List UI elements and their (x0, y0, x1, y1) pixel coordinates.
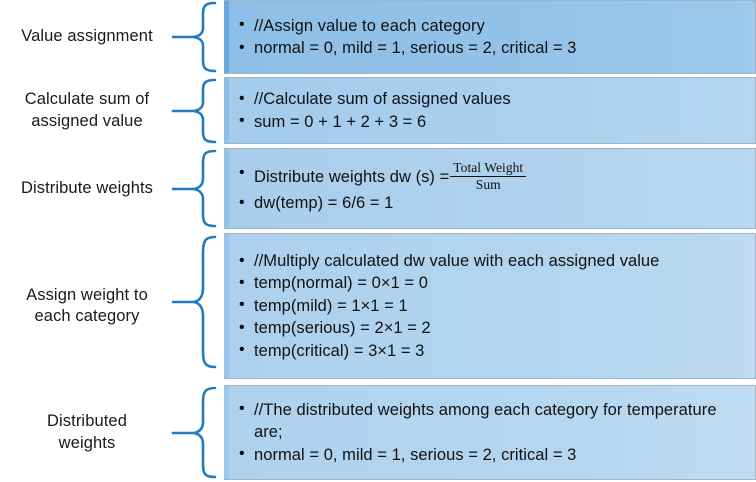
bullet-item: //Multiply calculated dw value with each… (238, 250, 747, 272)
formula-line: Distribute weights dw (s) = Total Weight… (254, 161, 747, 192)
content-box-cell-3: Distribute weights dw (s) = Total Weight… (224, 148, 756, 229)
content-box-assign-weight: //Multiply calculated dw value with each… (224, 233, 756, 379)
brace-connector-2 (171, 77, 224, 144)
label-line: Calculate sum of (24, 90, 150, 109)
diagram-row-assign-weight: Assign weight to each category //Multipl… (0, 233, 756, 379)
fraction-total-weight-over-sum: Total Weight Sum (450, 161, 527, 192)
row-label-distributed-weights: Distributed weights (0, 385, 172, 480)
diagram-row-value-assignment: Value assignment //Assign value to each … (0, 0, 756, 74)
bullet-item: dw(temp) = 6/6 = 1 (238, 192, 747, 214)
label-text: Calculate sum of assigned value (25, 89, 150, 131)
content-box-value-assignment: //Assign value to each category normal =… (224, 0, 756, 74)
brace-connector-1 (171, 0, 224, 74)
content-box-cell-4: //Multiply calculated dw value with each… (224, 233, 756, 379)
label-line: weights (58, 433, 116, 452)
fraction-denominator: Sum (475, 176, 501, 192)
bullet-item: temp(mild) = 1×1 = 1 (238, 294, 747, 317)
formula-lead: Distribute weights dw (s) = (254, 168, 450, 187)
content-box-cell-2: //Calculate sum of assigned values sum =… (224, 77, 756, 144)
label-line: each category (34, 307, 140, 325)
bullet-item: //The distributed weights among each cat… (238, 398, 747, 444)
content-box-distribute-weights: Distribute weights dw (s) = Total Weight… (224, 148, 756, 229)
label-line: Assign weight to (26, 285, 148, 304)
label-line: assigned value (31, 111, 143, 130)
diagram-row-calculate-sum: Calculate sum of assigned value //Calcul… (0, 77, 756, 144)
label-text: Value assignment (21, 27, 153, 46)
label-text: Distributed weights (47, 411, 127, 453)
diagram-row-distributed-weights: Distributed weights //The distributed we… (0, 385, 756, 480)
brace-connector-4 (171, 233, 224, 379)
label-line: Distributed (47, 412, 127, 431)
bullet-item: normal = 0, mild = 1, serious = 2, criti… (238, 443, 747, 466)
content-box-cell-5: //The distributed weights among each cat… (224, 385, 756, 480)
bullet-item: temp(serious) = 2×1 = 2 (238, 317, 747, 339)
bullet-item: temp(critical) = 3×1 = 3 (238, 339, 747, 362)
diagram-row-distribute-weights: Distribute weights Distribute weights dw… (0, 148, 756, 229)
bullet-list-4: //Multiply calculated dw value with each… (238, 250, 747, 362)
bullet-list-5: //The distributed weights among each cat… (238, 398, 747, 466)
bullet-item: //Assign value to each category (238, 14, 747, 37)
bullet-item: normal = 0, mild = 1, serious = 2, criti… (238, 36, 747, 59)
bullet-item: //Calculate sum of assigned values (238, 88, 747, 110)
row-label-assign-weight: Assign weight to each category (0, 233, 172, 379)
bullet-item: temp(normal) = 0×1 = 0 (238, 272, 747, 294)
brace-connector-5 (171, 385, 224, 480)
content-box-cell-1: //Assign value to each category normal =… (224, 0, 756, 74)
content-box-calculate-sum: //Calculate sum of assigned values sum =… (224, 77, 756, 144)
row-label-distribute-weights: Distribute weights (0, 148, 172, 229)
content-box-distributed-weights: //The distributed weights among each cat… (224, 385, 756, 480)
bullet-item: sum = 0 + 1 + 2 + 3 = 6 (238, 110, 747, 133)
label-text: Assign weight to each category (26, 285, 148, 327)
bullet-item-formula: Distribute weights dw (s) = Total Weight… (238, 161, 747, 192)
bullet-list-1: //Assign value to each category normal =… (238, 14, 747, 60)
row-label-value-assignment: Value assignment (0, 0, 172, 74)
brace-connector-3 (171, 148, 224, 229)
label-text: Distribute weights (20, 178, 154, 197)
bullet-list-2: //Calculate sum of assigned values sum =… (238, 88, 747, 133)
fraction-numerator: Total Weight (450, 161, 527, 177)
bullet-list-3: Distribute weights dw (s) = Total Weight… (238, 161, 747, 214)
row-label-calculate-sum: Calculate sum of assigned value (0, 77, 172, 144)
